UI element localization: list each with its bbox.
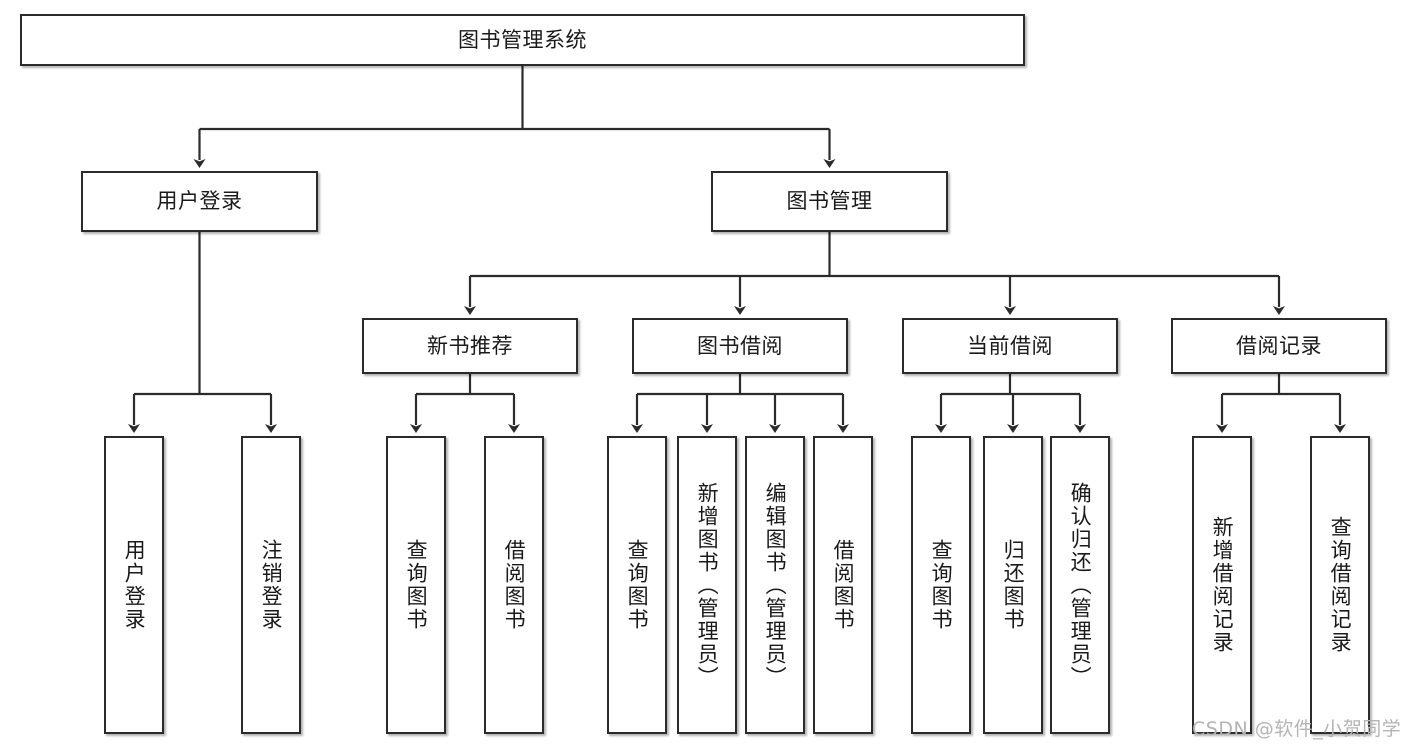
node-borrow-record[interactable]: 借阅记录 bbox=[1171, 318, 1387, 374]
node-leaf-add-book-admin-label: 新增图书（管理员） bbox=[695, 481, 720, 689]
node-leaf-query-book-current[interactable]: 查询图书 bbox=[911, 436, 971, 734]
node-new-book-recommend-label: 新书推荐 bbox=[427, 333, 513, 358]
node-book-borrow-label: 图书借阅 bbox=[697, 333, 783, 358]
node-leaf-query-borrow-record-label: 查询借阅记录 bbox=[1328, 516, 1353, 654]
node-leaf-user-logout[interactable]: 注销登录 bbox=[241, 436, 301, 734]
node-book-manage[interactable]: 图书管理 bbox=[711, 171, 948, 232]
node-user-login-label: 用户登录 bbox=[156, 189, 243, 214]
node-leaf-query-book-current-label: 查询图书 bbox=[929, 539, 954, 631]
node-leaf-borrow-book-label: 借阅图书 bbox=[831, 539, 856, 631]
node-leaf-borrow-book[interactable]: 借阅图书 bbox=[813, 436, 873, 734]
node-borrow-record-label: 借阅记录 bbox=[1236, 333, 1322, 358]
node-leaf-return-book-label: 归还图书 bbox=[1001, 539, 1026, 631]
node-leaf-edit-book-admin-label: 编辑图书（管理员） bbox=[763, 481, 788, 689]
node-root-label: 图书管理系统 bbox=[458, 27, 587, 52]
node-leaf-return-book[interactable]: 归还图书 bbox=[983, 436, 1043, 734]
node-leaf-user-logout-label: 注销登录 bbox=[259, 539, 284, 631]
node-leaf-edit-book-admin[interactable]: 编辑图书（管理员） bbox=[745, 436, 805, 734]
node-user-login[interactable]: 用户登录 bbox=[81, 171, 318, 232]
node-current-borrow-label: 当前借阅 bbox=[967, 333, 1053, 358]
node-leaf-user-login[interactable]: 用户登录 bbox=[104, 436, 164, 734]
node-leaf-add-borrow-record[interactable]: 新增借阅记录 bbox=[1192, 436, 1252, 734]
node-leaf-query-book-borrow[interactable]: 查询图书 bbox=[607, 436, 667, 734]
node-root[interactable]: 图书管理系统 bbox=[20, 14, 1025, 66]
node-leaf-confirm-return-admin-label: 确认归还（管理员） bbox=[1068, 481, 1093, 689]
node-leaf-query-book-rec-label: 查询图书 bbox=[404, 539, 429, 631]
node-leaf-borrow-book-rec[interactable]: 借阅图书 bbox=[484, 436, 544, 734]
node-leaf-query-book-rec[interactable]: 查询图书 bbox=[386, 436, 446, 734]
node-leaf-confirm-return-admin[interactable]: 确认归还（管理员） bbox=[1050, 436, 1110, 734]
node-book-borrow[interactable]: 图书借阅 bbox=[632, 318, 848, 374]
node-leaf-user-login-label: 用户登录 bbox=[122, 539, 147, 631]
node-leaf-query-borrow-record[interactable]: 查询借阅记录 bbox=[1310, 436, 1370, 734]
node-leaf-add-book-admin[interactable]: 新增图书（管理员） bbox=[677, 436, 737, 734]
node-leaf-add-borrow-record-label: 新增借阅记录 bbox=[1210, 516, 1235, 654]
node-leaf-borrow-book-rec-label: 借阅图书 bbox=[502, 539, 527, 631]
node-new-book-recommend[interactable]: 新书推荐 bbox=[362, 318, 578, 374]
node-book-manage-label: 图书管理 bbox=[786, 189, 873, 214]
csdn-watermark: CSDN @软件_小贺同学 bbox=[1192, 718, 1402, 740]
node-current-borrow[interactable]: 当前借阅 bbox=[902, 318, 1118, 374]
node-leaf-query-book-borrow-label: 查询图书 bbox=[625, 539, 650, 631]
